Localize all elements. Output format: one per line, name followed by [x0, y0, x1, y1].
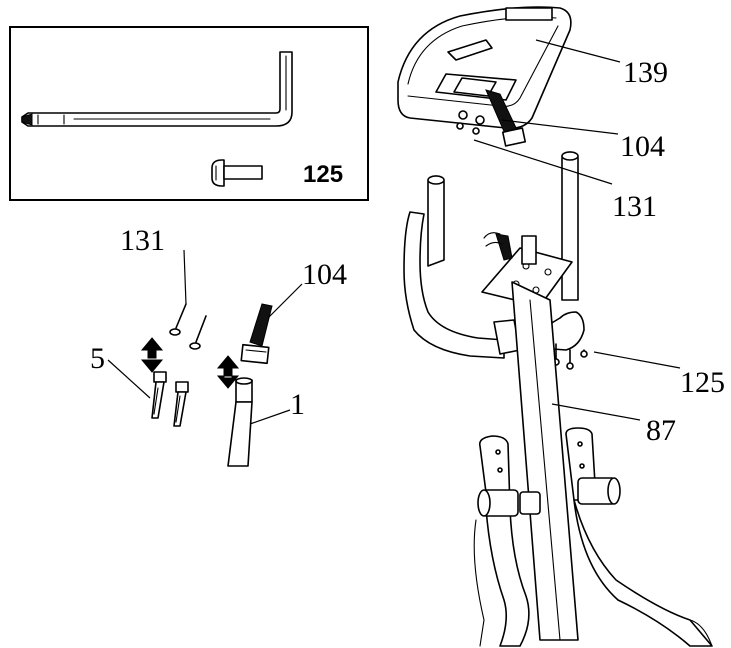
double-arrow-left [140, 337, 164, 373]
callout-5: 5 [90, 342, 105, 375]
callout-1: 1 [290, 388, 305, 421]
screw-131-parts [169, 303, 207, 350]
tool-box: 125 [9, 26, 369, 201]
elliptical-frame [403, 151, 713, 647]
callout-104-top: 104 [620, 130, 665, 163]
cable-104-part [240, 303, 273, 365]
allen-key-tool [21, 51, 293, 127]
bolt-5-parts [151, 371, 189, 427]
callout-labels: 139 104 131 125 87 131 104 5 1 [90, 56, 725, 447]
callout-131-left: 131 [120, 224, 165, 257]
console-part [397, 6, 572, 147]
double-arrow-right [216, 355, 240, 389]
callout-131-top: 131 [612, 190, 657, 223]
callout-139: 139 [623, 56, 668, 89]
bolt-125-icon [211, 159, 263, 187]
tube-1-part [227, 377, 253, 467]
callout-104-left: 104 [302, 258, 347, 291]
tool-part-number: 125 [303, 161, 343, 188]
callout-125: 125 [680, 366, 725, 399]
detail-parts [140, 303, 273, 467]
leader-lines [107, 39, 681, 425]
callout-87: 87 [646, 414, 676, 447]
